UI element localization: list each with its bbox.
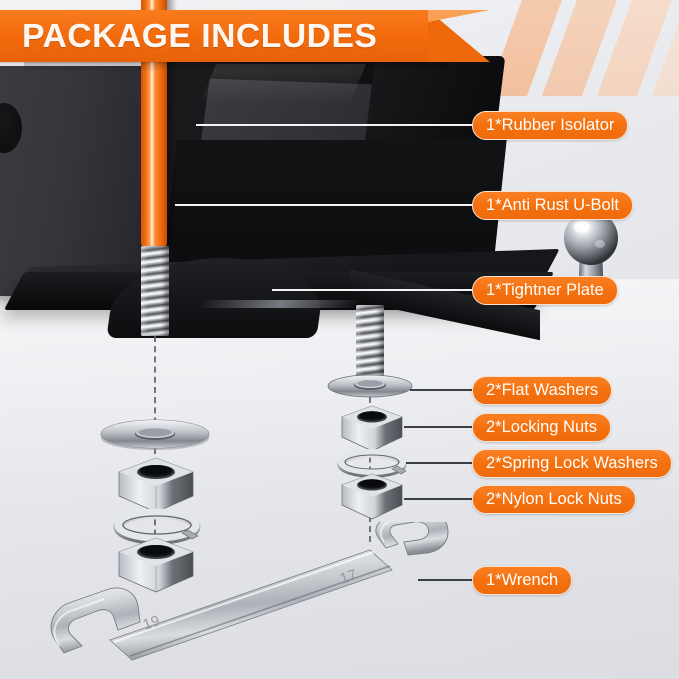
assembly-axis-right — [369, 377, 371, 542]
nylon-lock-nut-left — [118, 537, 194, 593]
flat-washer-left — [100, 419, 210, 450]
locking-nut-left — [118, 457, 194, 513]
callout-spring-lock-washers[interactable]: 2*Spring Lock Washers — [472, 449, 672, 478]
tightner-plate-highlight — [197, 300, 363, 308]
threaded-rod-left — [141, 246, 169, 336]
leader-line-tightner-plate — [272, 289, 478, 291]
callout-nylon-lock-nuts-label: 2*Nylon Lock Nuts — [486, 490, 622, 508]
u-bolt-shadow — [165, 0, 177, 248]
callout-locking-nuts-label: 2*Locking Nuts — [486, 418, 597, 436]
threaded-rod-right — [356, 305, 384, 377]
callout-flat-washers-label: 2*Flat Washers — [486, 381, 599, 399]
callout-anti-rust-u-bolt-label: 1*Anti Rust U-Bolt — [486, 196, 619, 214]
leader-line-locking-nuts — [404, 426, 476, 428]
callout-rubber-isolator-label: 1*Rubber Isolator — [486, 116, 615, 134]
page-title: PACKAGE INCLUDES — [22, 17, 378, 54]
callout-anti-rust-u-bolt[interactable]: 1*Anti Rust U-Bolt — [472, 191, 633, 220]
callout-spring-lock-washers-label: 2*Spring Lock Washers — [486, 454, 658, 472]
callout-rubber-isolator[interactable]: 1*Rubber Isolator — [472, 111, 629, 140]
receiver-pin-hole — [0, 103, 22, 153]
open-end-wrench: 19 17 — [50, 522, 449, 661]
callout-wrench[interactable]: 1*Wrench — [472, 566, 573, 595]
leader-line-wrench — [418, 579, 476, 581]
flat-washer-right — [327, 374, 413, 398]
callout-tightner-plate[interactable]: 1*Tightner Plate — [472, 276, 618, 305]
callout-nylon-lock-nuts[interactable]: 2*Nylon Lock Nuts — [472, 485, 636, 514]
leader-line-flat-washers — [410, 389, 476, 391]
wrench-size-large: 19 — [141, 612, 162, 634]
leader-line-anti-rust-u-bolt — [175, 204, 478, 206]
nylon-lock-nut-right — [341, 473, 403, 520]
banner-wedge-highlight — [428, 10, 490, 22]
wrench-size-small: 17 — [338, 566, 359, 588]
leader-line-nylon-lock-nuts — [404, 498, 476, 500]
callout-flat-washers[interactable]: 2*Flat Washers — [472, 376, 613, 405]
banner-shadow — [24, 62, 448, 72]
locking-nut-right — [341, 405, 403, 452]
leader-line-spring-lock-washers — [406, 462, 476, 464]
callout-wrench-label: 1*Wrench — [486, 571, 559, 589]
callout-tightner-plate-label: 1*Tightner Plate — [486, 281, 604, 299]
callout-locking-nuts[interactable]: 2*Locking Nuts — [472, 413, 611, 442]
package-includes-banner — [0, 10, 434, 62]
leader-line-rubber-isolator — [196, 124, 478, 126]
